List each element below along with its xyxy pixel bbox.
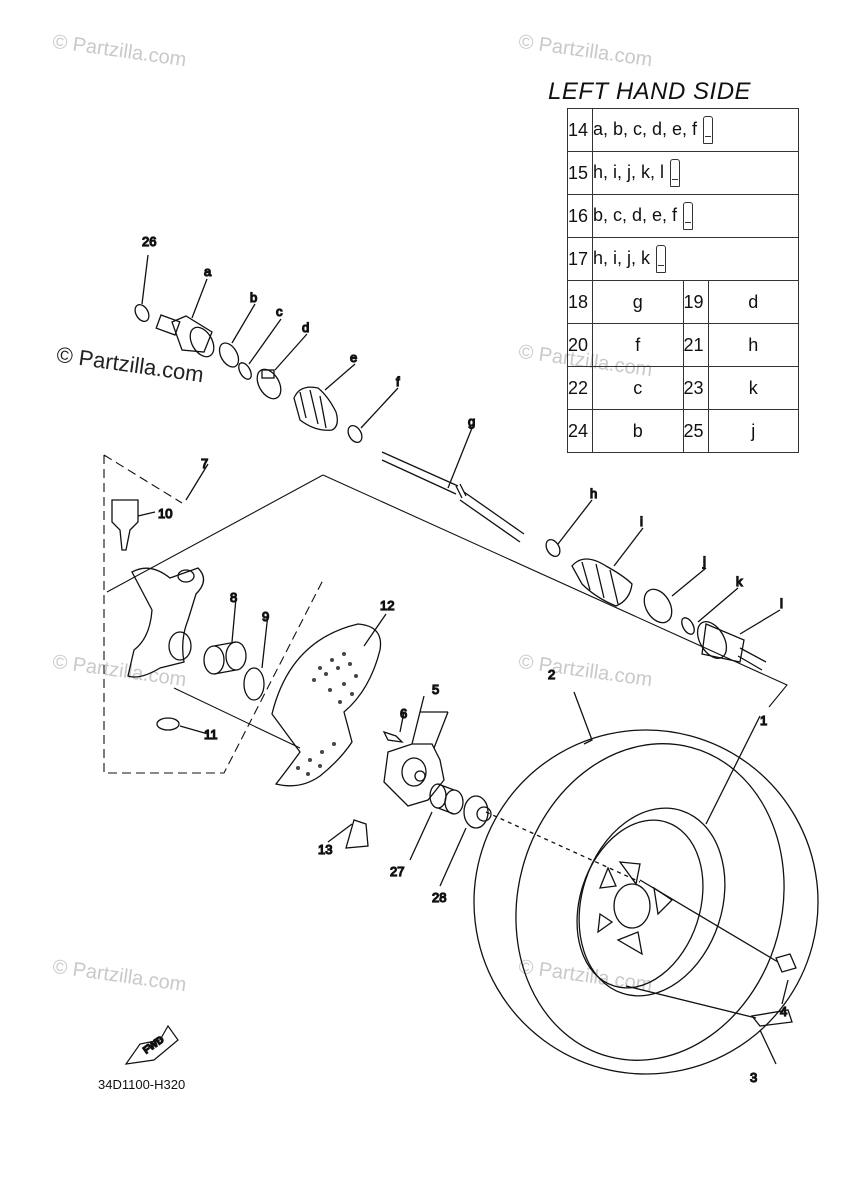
row-letters: h, i, j, k, l bbox=[592, 151, 799, 195]
outer-cv-joint-a[interactable] bbox=[155, 314, 218, 361]
table-row: 17 h, i, j, k bbox=[567, 237, 799, 281]
grease-tube-icon bbox=[656, 245, 667, 273]
hub-cap-28[interactable] bbox=[463, 795, 492, 829]
row-number: 16 bbox=[567, 194, 593, 238]
label-g: g bbox=[468, 414, 475, 429]
table-row: 24 b 25 j bbox=[567, 409, 799, 453]
label-l: l bbox=[780, 596, 783, 611]
label-11: 11 bbox=[204, 727, 218, 742]
label-d: d bbox=[302, 320, 309, 335]
row-letter: d bbox=[707, 280, 799, 324]
bearing-27[interactable] bbox=[429, 783, 464, 815]
table-row: 14 a, b, c, d, e, f bbox=[567, 108, 799, 152]
valve-stem-3[interactable] bbox=[750, 1009, 793, 1027]
table-title: LEFT HAND SIDE bbox=[548, 78, 752, 105]
wheel-rim-1[interactable] bbox=[556, 789, 748, 1015]
label-28: 28 bbox=[432, 890, 446, 905]
row-number: 14 bbox=[567, 108, 593, 152]
table-row: 18 g 19 d bbox=[567, 280, 799, 324]
brake-disc-cover-12[interactable] bbox=[271, 623, 382, 787]
label-5: 5 bbox=[432, 682, 439, 697]
row-number: 15 bbox=[567, 151, 593, 195]
boot-band-h[interactable] bbox=[543, 537, 562, 559]
label-h: h bbox=[590, 486, 597, 501]
label-7: 7 bbox=[201, 456, 208, 471]
snap-ring-26[interactable] bbox=[132, 302, 151, 324]
grease-tube-icon bbox=[703, 116, 714, 144]
label-k: k bbox=[736, 574, 743, 589]
collar-8[interactable] bbox=[203, 641, 247, 675]
label-12: 12 bbox=[380, 598, 394, 613]
tire-2[interactable] bbox=[435, 691, 848, 1112]
label-26: 26 bbox=[142, 234, 156, 249]
label-8: 8 bbox=[230, 590, 237, 605]
label-b: b bbox=[250, 290, 257, 305]
row-letter: k bbox=[707, 366, 799, 410]
row-letter: j bbox=[707, 409, 799, 453]
boot-e[interactable] bbox=[293, 386, 338, 431]
row-number: 17 bbox=[567, 237, 593, 281]
label-e: e bbox=[350, 350, 357, 365]
row-number: 20 bbox=[567, 323, 593, 367]
label-4: 4 bbox=[780, 1004, 787, 1019]
boot-i[interactable] bbox=[571, 558, 633, 607]
table-row: 20 f 21 h bbox=[567, 323, 799, 367]
grease-tube-icon bbox=[670, 159, 681, 187]
legend-table: 14 a, b, c, d, e, f 15 h, i, j, k, l 16 … bbox=[567, 108, 799, 453]
bolt-6[interactable] bbox=[382, 730, 404, 743]
boot-band-d[interactable] bbox=[252, 365, 285, 403]
bolt-13[interactable] bbox=[345, 819, 369, 849]
row-letter: g bbox=[592, 280, 684, 324]
o-ring-b[interactable] bbox=[216, 340, 243, 371]
table-row: 22 c 23 k bbox=[567, 366, 799, 410]
row-number: 25 bbox=[682, 409, 709, 453]
boot-band-f[interactable] bbox=[345, 423, 364, 445]
boot-band-j[interactable] bbox=[639, 584, 678, 627]
row-number: 21 bbox=[682, 323, 709, 367]
row-letter: c bbox=[592, 366, 684, 410]
label-j: j bbox=[702, 554, 706, 569]
row-number: 24 bbox=[567, 409, 593, 453]
row-number: 18 bbox=[567, 280, 593, 324]
row-letter: h bbox=[707, 323, 799, 367]
label-6: 6 bbox=[400, 706, 407, 721]
circlip-k[interactable] bbox=[679, 616, 697, 637]
table-row: 15 h, i, j, k, l bbox=[567, 151, 799, 195]
label-c: c bbox=[276, 304, 283, 319]
label-3: 3 bbox=[750, 1070, 757, 1085]
row-number: 19 bbox=[682, 280, 709, 324]
label-10: 10 bbox=[158, 506, 172, 521]
circlip-9[interactable] bbox=[243, 667, 265, 701]
label-a: a bbox=[204, 264, 212, 279]
label-1: 1 bbox=[760, 713, 767, 728]
row-number: 23 bbox=[682, 366, 709, 410]
diagram-code: 34D1100-H320 bbox=[98, 1077, 186, 1092]
label-9: 9 bbox=[262, 609, 269, 624]
row-letters: h, i, j, k bbox=[592, 237, 799, 281]
cotter-pin-11[interactable] bbox=[156, 717, 180, 731]
ball-joint-10[interactable] bbox=[111, 499, 139, 551]
table-row: 16 b, c, d, e, f bbox=[567, 194, 799, 238]
row-letter: f bbox=[592, 323, 684, 367]
label-2: 2 bbox=[548, 667, 555, 682]
steering-knuckle[interactable] bbox=[127, 567, 205, 678]
label-i: i bbox=[640, 514, 643, 529]
row-number: 22 bbox=[567, 366, 593, 410]
label-13: 13 bbox=[318, 842, 332, 857]
row-letters: a, b, c, d, e, f bbox=[592, 108, 799, 152]
label-f: f bbox=[396, 374, 400, 389]
circlip-c[interactable] bbox=[236, 361, 254, 382]
row-letters: b, c, d, e, f bbox=[592, 194, 799, 238]
label-27: 27 bbox=[390, 864, 404, 879]
wheel-nut-4[interactable] bbox=[775, 953, 797, 973]
wheel-hub-5[interactable] bbox=[383, 743, 445, 807]
grease-tube-icon bbox=[683, 202, 694, 230]
drive-shaft-g[interactable] bbox=[381, 451, 525, 543]
row-letter: b bbox=[592, 409, 684, 453]
fwd-arrow-icon bbox=[124, 1024, 179, 1065]
